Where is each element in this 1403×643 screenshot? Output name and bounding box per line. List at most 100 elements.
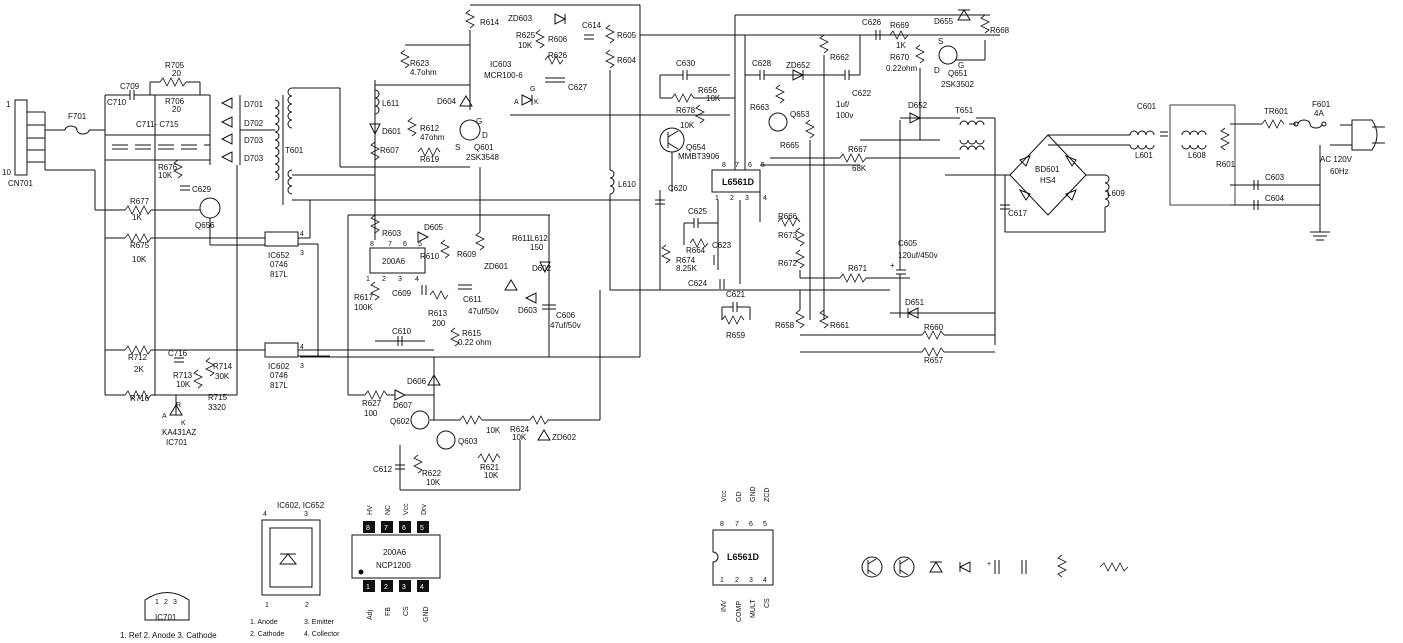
ncp-pin4: 4 bbox=[415, 276, 419, 283]
tr601-label: TR601 bbox=[1264, 107, 1289, 116]
c711-715-label: C711- C715 bbox=[136, 120, 179, 129]
emi-filter-box bbox=[1169, 104, 1236, 206]
opto-legend-pin4: 4 bbox=[263, 511, 267, 518]
r612-value: 47ohm bbox=[420, 133, 445, 142]
r658-label: R658 bbox=[775, 321, 795, 330]
r657-label: R657 bbox=[924, 356, 944, 365]
q601-s-pin: S bbox=[455, 143, 460, 152]
c622-label: C622 bbox=[852, 89, 872, 98]
c605-plus: + bbox=[890, 261, 895, 270]
f701-label: F701 bbox=[68, 112, 87, 121]
q651-s-pin: S bbox=[938, 37, 943, 46]
r713-label: R713 bbox=[173, 371, 193, 380]
r656-label: R656 bbox=[698, 86, 718, 95]
l611-label: L611 bbox=[382, 99, 400, 108]
r624-value: 10K bbox=[512, 433, 527, 442]
q656-transistor-icon bbox=[199, 197, 221, 219]
r603-label: R603 bbox=[382, 229, 402, 238]
ncp-pin8: 8 bbox=[370, 241, 374, 248]
r667-value: 68K bbox=[852, 164, 867, 173]
ic603-g-pin: G bbox=[530, 86, 535, 93]
ncp1200-ic-body bbox=[369, 247, 426, 274]
r678-label: R678 bbox=[676, 106, 696, 115]
c617-label: C617 bbox=[1008, 209, 1028, 218]
transformer-t601: T601 bbox=[274, 87, 640, 205]
l6561-legend-bottom-2: COMP bbox=[736, 601, 743, 622]
q654-transistor-icon bbox=[659, 127, 685, 153]
q601-g-pin: G bbox=[476, 117, 482, 126]
r666-label: R666 bbox=[778, 212, 798, 221]
q603-r-value: 10K bbox=[486, 426, 501, 435]
ncp-legend-pin5: 5 bbox=[420, 525, 424, 532]
secondary-section: 1 10 CN701 F701 C709 C710 R705 20 R706 2… bbox=[2, 61, 434, 447]
c614-label: C614 bbox=[582, 21, 602, 30]
r677-value: 1K bbox=[132, 213, 142, 222]
l6561d-pin7: 7 bbox=[735, 162, 739, 169]
r668-label: R668 bbox=[990, 26, 1010, 35]
r674-label: R674 bbox=[676, 256, 696, 265]
opto-pin4-label: 4. Collector bbox=[304, 631, 340, 638]
ic701-k-pin: K bbox=[181, 420, 186, 427]
l6561-legend-pin1: 1 bbox=[720, 577, 724, 584]
r677-label: R677 bbox=[130, 197, 150, 206]
r627-value: 100 bbox=[364, 409, 378, 418]
pfc-section: C626 R669 1K D655 R668 S G D Q651 2SK350… bbox=[610, 9, 1010, 365]
fuse-f601-label: F601 bbox=[1312, 100, 1331, 109]
r706-label: R706 bbox=[165, 97, 185, 106]
q603-transistor-icon bbox=[436, 430, 456, 450]
l612-label: L612 bbox=[530, 234, 548, 243]
cn701-label: CN701 bbox=[8, 179, 33, 188]
d603-label: D603 bbox=[518, 306, 538, 315]
ic652-pin4: 4 bbox=[300, 231, 304, 238]
ncp1200-legend-body bbox=[351, 534, 441, 579]
r613-label: R613 bbox=[428, 309, 448, 318]
r625-label: R625 bbox=[516, 31, 536, 40]
ncp-legend-pin4: 4 bbox=[420, 584, 424, 591]
zd602-label: ZD602 bbox=[552, 433, 577, 442]
l6561d-pin8: 8 bbox=[722, 162, 726, 169]
c710-label: C710 bbox=[107, 98, 127, 107]
c612-label: C612 bbox=[373, 465, 393, 474]
ncp-legend-pin7: 7 bbox=[384, 525, 388, 532]
ac-input-section: F601 4A AC 120V 60Hz TR601 C603 C604 R60… bbox=[1048, 100, 1385, 241]
ac-voltage-label: AC 120V bbox=[1320, 155, 1353, 164]
l6561d-pin1: 1 bbox=[715, 195, 719, 202]
q651-label: Q651 bbox=[948, 69, 968, 78]
c611-label: C611 bbox=[463, 295, 482, 304]
r670-label: R670 bbox=[890, 53, 910, 62]
c628-label: C628 bbox=[752, 59, 772, 68]
ic701-part-label: KA431AZ bbox=[162, 428, 196, 437]
d602-label: D602 bbox=[532, 264, 552, 273]
l6561d-ic-body bbox=[711, 169, 761, 193]
ic701-legend-pin1: 1 bbox=[155, 599, 159, 606]
r675-label: R675 bbox=[130, 241, 150, 250]
ic701-legend-pin2: 2 bbox=[164, 599, 168, 606]
fuse-f601-value: 4A bbox=[1314, 109, 1324, 118]
r664-label: R664 bbox=[686, 246, 706, 255]
ic200a6-label: 200A6 bbox=[382, 257, 406, 266]
c605-label: C605 bbox=[898, 239, 918, 248]
ncp-pin5: 5 bbox=[418, 241, 422, 248]
ic701-r-pin: R bbox=[176, 402, 181, 409]
r610-label: R610 bbox=[420, 252, 440, 261]
ic652-part: 817L bbox=[270, 270, 288, 279]
r623-value: 4.7ohm bbox=[410, 68, 437, 77]
r674-value: 8.25K bbox=[676, 264, 698, 273]
c626-label: C626 bbox=[862, 18, 882, 27]
bd601-label: BD601 bbox=[1035, 165, 1060, 174]
led-icon bbox=[278, 553, 298, 565]
r611-value: 150 bbox=[530, 243, 544, 252]
q602-label: Q602 bbox=[390, 417, 410, 426]
ic701-legend-pin3: 3 bbox=[173, 599, 177, 606]
r615-value: 0.22 ohm bbox=[458, 338, 492, 347]
r715-label: R715 bbox=[208, 393, 228, 402]
r614-label: R614 bbox=[480, 18, 500, 27]
ncp-pin6: 6 bbox=[403, 241, 407, 248]
l6561-legend-pin8: 8 bbox=[720, 521, 724, 528]
l6561d-pin2: 2 bbox=[730, 195, 734, 202]
ic652-pin3: 3 bbox=[300, 250, 304, 257]
r622-value: 10K bbox=[426, 478, 441, 487]
q656-label: Q656 bbox=[195, 221, 215, 230]
q651-value: 2SK3502 bbox=[941, 80, 974, 89]
